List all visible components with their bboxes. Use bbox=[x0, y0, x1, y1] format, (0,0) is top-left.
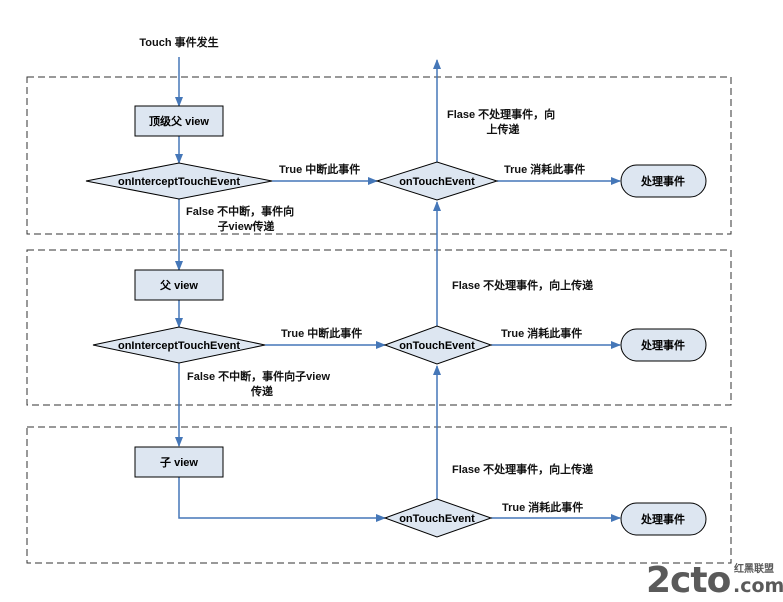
top-handle-box bbox=[620, 164, 707, 198]
middle-view-label: 父 view bbox=[159, 279, 198, 292]
middle-intercept-label: onInterceptTouchEvent bbox=[118, 340, 240, 352]
middle-ontouch-label: onTouchEvent bbox=[399, 340, 475, 352]
bottom-ontouch-diamond bbox=[383, 498, 493, 538]
bottom-flase-label: Flase 不处理事件，向上传递 bbox=[452, 462, 593, 476]
top-true-consume-label: True 消耗此事件 bbox=[504, 162, 585, 176]
arrow-bottom-view-to-ontouch bbox=[178, 477, 386, 522]
middle-handle-box bbox=[620, 328, 707, 362]
top-false-label-2: 子view传递 bbox=[218, 219, 275, 233]
bottom-ontouch-label: onTouchEvent bbox=[399, 513, 475, 525]
watermark-dot-com: .com bbox=[733, 575, 783, 597]
top-intercept-label: onInterceptTouchEvent bbox=[118, 176, 240, 188]
connectors bbox=[175, 57, 621, 522]
middle-true-intercept-label: True 中断此事件 bbox=[281, 326, 362, 340]
top-true-intercept-label: True 中断此事件 bbox=[279, 162, 360, 176]
group-box-top bbox=[26, 76, 732, 235]
top-ontouch-label: onTouchEvent bbox=[399, 176, 475, 188]
middle-true-consume-label: True 消耗此事件 bbox=[501, 326, 582, 340]
bottom-handle-label: 处理事件 bbox=[640, 512, 685, 526]
middle-view-box bbox=[134, 269, 224, 301]
middle-false-label-1: False 不中断，事件向子view bbox=[187, 369, 330, 383]
top-flase-label-1: Flase 不处理事件，向 bbox=[447, 107, 555, 121]
middle-flase-label: Flase 不处理事件，向上传递 bbox=[452, 278, 593, 292]
top-false-label-1: False 不中断，事件向 bbox=[186, 204, 294, 218]
middle-handle-label: 处理事件 bbox=[640, 338, 685, 352]
group-box-middle bbox=[26, 249, 732, 406]
watermark-logo-text: 2cto bbox=[646, 560, 731, 601]
bottom-view-box bbox=[134, 446, 224, 478]
middle-false-label-2: 传递 bbox=[250, 384, 273, 398]
top-ontouch-diamond bbox=[375, 161, 499, 201]
top-flase-label-2: 上传递 bbox=[487, 122, 520, 136]
bottom-true-consume-label: True 消耗此事件 bbox=[502, 500, 583, 514]
middle-intercept-diamond bbox=[92, 326, 266, 364]
top-view-label: 顶级父 view bbox=[149, 114, 209, 128]
top-intercept-diamond bbox=[85, 162, 273, 200]
top-view-box bbox=[134, 105, 224, 137]
middle-ontouch-diamond bbox=[383, 325, 493, 365]
bottom-handle-box bbox=[620, 502, 707, 536]
bottom-view-label: 子 view bbox=[160, 456, 198, 469]
top-handle-label: 处理事件 bbox=[640, 174, 685, 188]
watermark-site-cn: 红黑联盟 bbox=[734, 562, 774, 575]
group-box-bottom bbox=[26, 426, 732, 564]
watermark-logo: 2cto 红黑联盟 .com bbox=[646, 560, 783, 601]
start-label: Touch 事件发生 bbox=[139, 35, 218, 49]
